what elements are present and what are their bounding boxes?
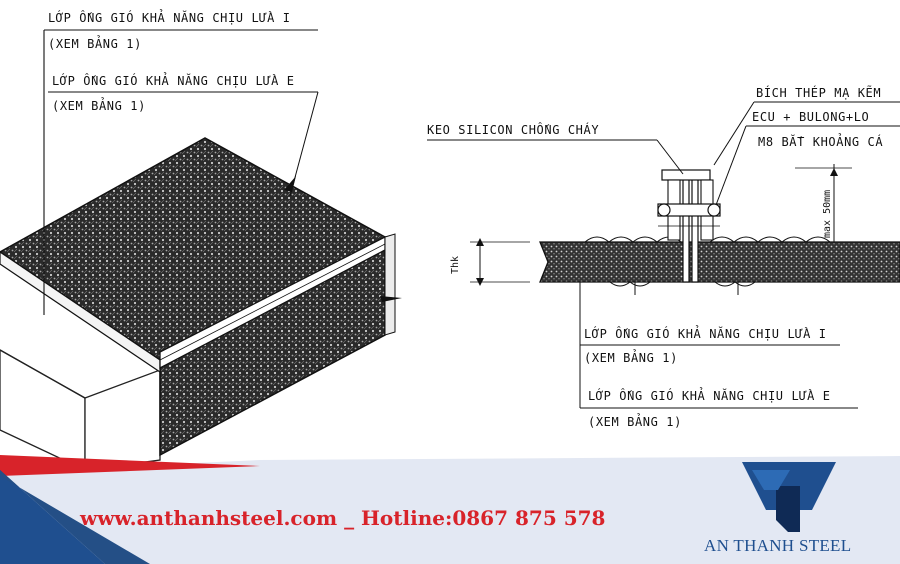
an-thanh-steel-logo-icon <box>742 462 836 532</box>
section-detail <box>427 101 900 409</box>
silicone-label: KEO SILICON CHỐNG CHÁY <box>427 122 599 137</box>
section-insulation-panel <box>539 241 900 283</box>
footer-band <box>0 455 900 564</box>
contact-hotline-text: www.anthanhsteel.com _ Hotline:0867 875 … <box>80 506 606 530</box>
right-layer-i-ref: (XEM BẢNG 1) <box>584 349 678 365</box>
left-layer-e-ref: (XEM BẢNG 1) <box>52 97 146 113</box>
right-layer-e-ref: (XEM BẢNG 1) <box>588 413 682 429</box>
flange-label: BÍCH THÉP MẠ KẼM <box>756 85 881 100</box>
spacing-label: M8 BẮT KHOẢNG CÁ <box>758 133 883 149</box>
bolt-label: ECU + BULONG+LO <box>752 110 869 124</box>
right-layer-e-label: LỚP ỐNG GIÓ KHẢ NĂNG CHỊU LỬA E <box>588 387 831 403</box>
isometric-duct <box>0 29 402 472</box>
left-layer-e-label: LỚP ỐNG GIÓ KHẢ NĂNG CHỊU LỬA E <box>52 72 295 88</box>
right-layer-i-label: LỚP ỐNG GIÓ KHẢ NĂNG CHỊU LỬA I <box>584 325 827 341</box>
left-layer-i-label: LỚP ỐNG GIÓ KHẢ NĂNG CHỊU LỬA I <box>48 9 291 25</box>
thickness-label: Thk <box>450 256 461 274</box>
brand-name: AN THANH STEEL <box>704 536 852 555</box>
left-layer-i-ref: (XEM BẢNG 1) <box>48 35 142 51</box>
max-dimension-label: max 50mm <box>822 190 833 238</box>
